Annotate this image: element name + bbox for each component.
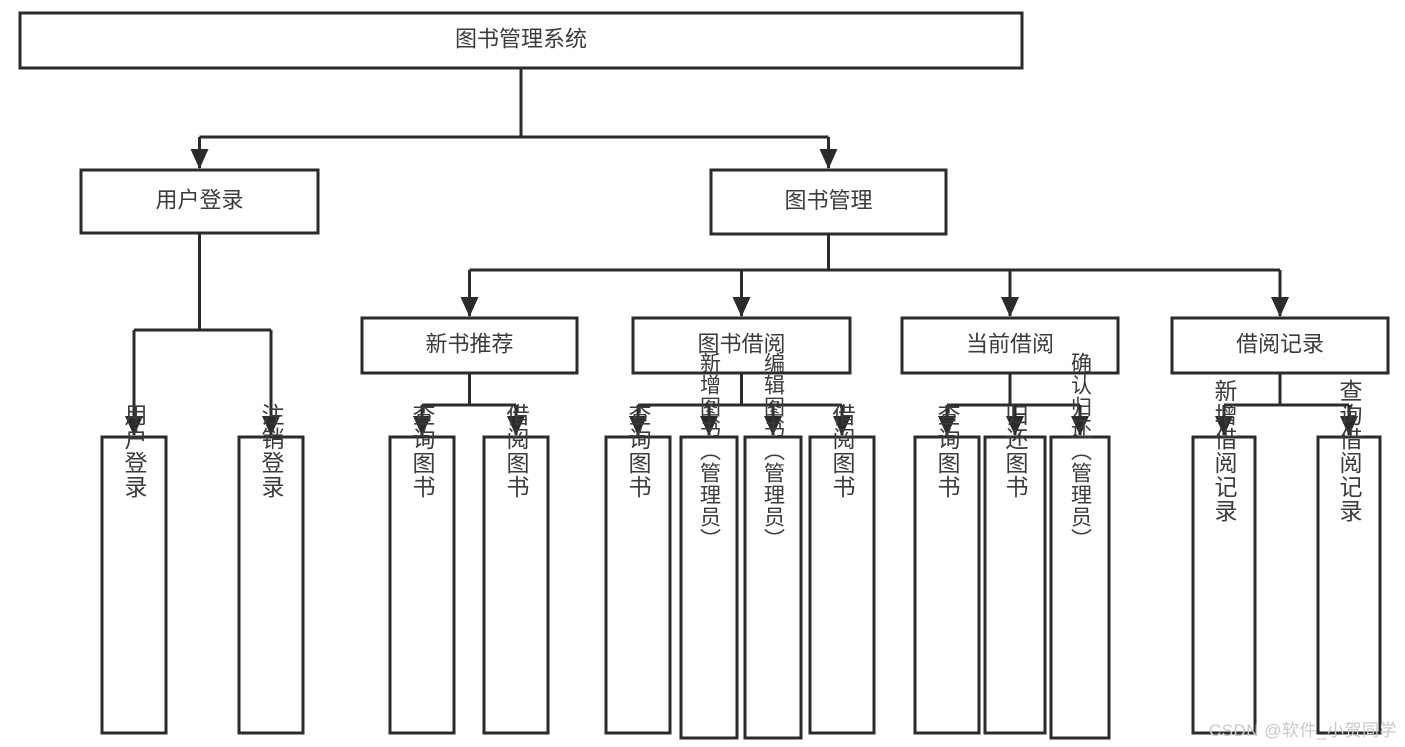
node-label-book-manage: 图书管理 bbox=[784, 188, 872, 213]
arrow-current-borrow-1 bbox=[1006, 416, 1024, 436]
node-borrow-record[interactable]: 借阅记录 bbox=[1170, 316, 1390, 375]
arrow-user-login-1 bbox=[262, 416, 280, 436]
node-label-leaf-query-book-2: 查询图书 bbox=[625, 403, 652, 499]
node-leaf-return-book[interactable]: 归还图书 bbox=[983, 403, 1047, 735]
node-box-leaf-query-book-2 bbox=[604, 435, 672, 735]
node-box-borrow-record bbox=[1170, 316, 1390, 375]
arrow-new-book-rec-1 bbox=[507, 416, 525, 436]
node-box-leaf-logout bbox=[237, 435, 305, 735]
arrow-book-borrow-3 bbox=[833, 416, 851, 436]
arrow-current-borrow-2 bbox=[1071, 416, 1089, 436]
node-label-leaf-edit-book: 编辑图书（管理员） bbox=[762, 352, 786, 550]
node-label-leaf-return-book: 归还图书 bbox=[1002, 403, 1029, 499]
node-box-leaf-borrow-book-2 bbox=[808, 435, 876, 735]
node-leaf-borrow-book-1[interactable]: 借阅图书 bbox=[482, 403, 550, 735]
node-label-leaf-query-record: 查询借阅记录 bbox=[1336, 379, 1363, 523]
arrow-root-0 bbox=[190, 149, 209, 169]
arrow-book-manage-3 bbox=[1271, 297, 1289, 317]
node-label-leaf-query-book-1: 查询图书 bbox=[409, 403, 436, 499]
node-box-leaf-query-record bbox=[1316, 435, 1382, 735]
node-layer: 图书管理系统用户登录图书管理新书推荐图书借阅当前借阅借阅记录用户登录注销登录查询… bbox=[18, 11, 1390, 740]
node-book-manage[interactable]: 图书管理 bbox=[709, 168, 948, 236]
node-leaf-borrow-book-2[interactable]: 借阅图书 bbox=[808, 403, 876, 735]
node-box-leaf-query-book-3 bbox=[913, 435, 981, 735]
node-label-leaf-add-record: 新增借阅记录 bbox=[1211, 379, 1238, 523]
node-box-new-book-rec bbox=[360, 316, 579, 375]
node-leaf-add-record[interactable]: 新增借阅记录 bbox=[1191, 379, 1257, 735]
node-leaf-query-book-2[interactable]: 查询图书 bbox=[604, 403, 672, 735]
node-leaf-logout[interactable]: 注销登录 bbox=[237, 403, 305, 735]
node-box-undefined bbox=[18, 11, 1024, 70]
node-label-new-book-rec: 新书推荐 bbox=[425, 331, 513, 356]
node-book-borrow[interactable]: 图书借阅 bbox=[631, 316, 852, 375]
arrow-book-manage-2 bbox=[1001, 297, 1019, 317]
node-box-leaf-user-login bbox=[100, 435, 168, 735]
node-label-borrow-record: 借阅记录 bbox=[1236, 331, 1324, 356]
node-leaf-query-record[interactable]: 查询借阅记录 bbox=[1316, 379, 1382, 735]
node-new-book-rec[interactable]: 新书推荐 bbox=[360, 316, 579, 375]
node-box-leaf-confirm-return bbox=[1049, 435, 1111, 740]
arrow-book-borrow-2 bbox=[764, 416, 782, 436]
node-label-user-login: 用户登录 bbox=[155, 187, 243, 212]
node-box-leaf-borrow-book-1 bbox=[482, 435, 550, 735]
node-leaf-user-login[interactable]: 用户登录 bbox=[100, 403, 168, 735]
arrow-new-book-rec-0 bbox=[413, 416, 431, 436]
node-box-leaf-add-book bbox=[679, 435, 739, 740]
node-box-book-manage bbox=[709, 168, 948, 236]
arrow-book-borrow-1 bbox=[700, 416, 718, 436]
csdn-watermark: CSDN @软件_小贺同学 bbox=[1208, 721, 1397, 740]
node-undefined[interactable]: 图书管理系统 bbox=[18, 11, 1024, 70]
arrow-borrow-record-1 bbox=[1340, 416, 1358, 436]
node-box-leaf-edit-book bbox=[743, 435, 803, 740]
node-box-current-borrow bbox=[900, 316, 1120, 375]
node-box-leaf-query-book-1 bbox=[388, 435, 456, 735]
node-box-book-borrow bbox=[631, 316, 852, 375]
node-label-leaf-logout: 注销登录 bbox=[258, 403, 285, 499]
node-box-leaf-add-record bbox=[1191, 435, 1257, 735]
arrow-current-borrow-0 bbox=[938, 416, 956, 436]
arrow-book-manage-1 bbox=[732, 297, 751, 317]
arrow-user-login-0 bbox=[125, 416, 143, 436]
connector-layer bbox=[125, 68, 1358, 436]
node-box-user-login bbox=[79, 168, 320, 235]
arrow-root-1 bbox=[819, 149, 838, 169]
arrow-book-manage-0 bbox=[460, 297, 479, 317]
arrow-borrow-record-0 bbox=[1215, 416, 1233, 436]
node-label-leaf-borrow-book-1: 借阅图书 bbox=[503, 403, 530, 499]
arrow-book-borrow-0 bbox=[629, 416, 647, 436]
node-current-borrow[interactable]: 当前借阅 bbox=[900, 316, 1120, 375]
node-leaf-confirm-return[interactable]: 确认归还（管理员） bbox=[1049, 352, 1111, 740]
node-label-undefined: 图书管理系统 bbox=[455, 26, 587, 51]
node-box-leaf-return-book bbox=[983, 435, 1047, 735]
node-leaf-query-book-3[interactable]: 查询图书 bbox=[913, 403, 981, 735]
node-label-current-borrow: 当前借阅 bbox=[966, 331, 1054, 356]
node-user-login[interactable]: 用户登录 bbox=[79, 168, 320, 235]
node-leaf-query-book-1[interactable]: 查询图书 bbox=[388, 403, 456, 735]
node-label-book-borrow: 图书借阅 bbox=[697, 331, 785, 356]
node-label-leaf-add-book: 新增图书（管理员） bbox=[698, 352, 722, 550]
node-label-leaf-query-book-3: 查询图书 bbox=[934, 403, 961, 499]
node-label-leaf-confirm-return: 确认归还（管理员） bbox=[1069, 352, 1093, 550]
node-leaf-add-book[interactable]: 新增图书（管理员） bbox=[679, 352, 739, 740]
node-leaf-edit-book[interactable]: 编辑图书（管理员） bbox=[743, 352, 803, 740]
node-label-leaf-borrow-book-2: 借阅图书 bbox=[829, 403, 856, 499]
node-label-leaf-user-login: 用户登录 bbox=[121, 403, 148, 499]
